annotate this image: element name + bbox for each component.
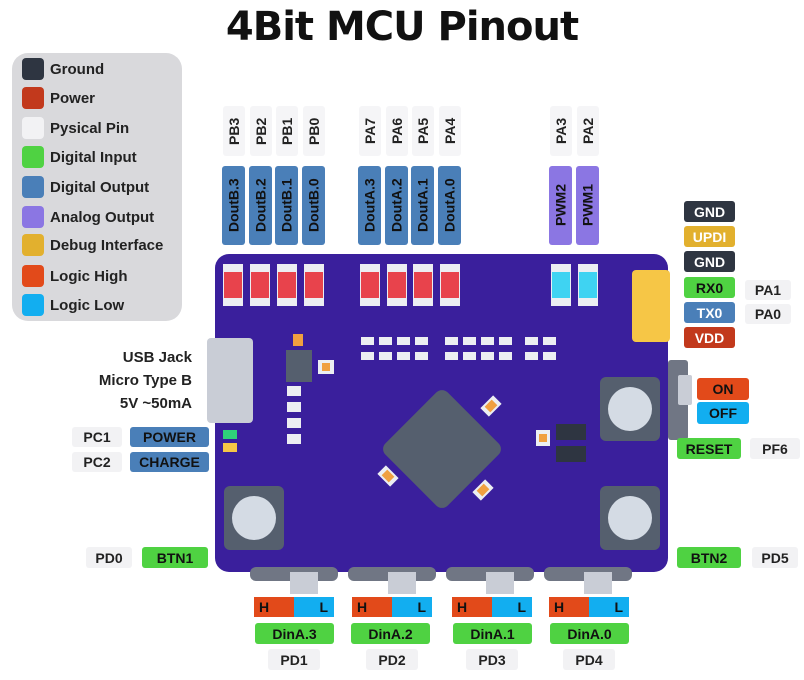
function-dina3: DinA.3 [255, 623, 334, 644]
legend-label: Power [50, 89, 96, 107]
voltage-regulator [286, 334, 334, 444]
diode-1 [556, 424, 586, 440]
legend-label: Ground [50, 60, 105, 78]
resistor-array [361, 337, 556, 360]
legend-item-logic-high: Logic High [22, 264, 128, 288]
power-led [223, 430, 237, 439]
physical-pin-swatch [22, 117, 44, 139]
legend-item-power: Power [22, 86, 95, 110]
function-dina2: DinA.2 [351, 623, 430, 644]
legend-item-debug-interface: Debug Interface [22, 233, 163, 257]
pin-vdd: VDD [684, 327, 735, 348]
logic-high-label: H [352, 597, 392, 617]
logic-high-label: H [549, 597, 589, 617]
legend-label: Digital Output [50, 178, 150, 196]
pwm-leds [551, 264, 598, 306]
output-leds [223, 264, 460, 306]
pin-gnd-1: GND [684, 201, 735, 222]
logic-low-label: L [294, 597, 334, 617]
btn2-tact-switch [600, 486, 660, 550]
logic-low-label: L [392, 597, 432, 617]
power-led-label: POWER [130, 427, 209, 447]
legend: Ground Power Pysical Pin Digital Input D… [12, 53, 182, 321]
pin-label-pf6: PF6 [750, 438, 800, 459]
digital-output-swatch [22, 176, 44, 198]
reset-tact-switch [600, 377, 660, 441]
legend-label: Logic Low [50, 296, 125, 314]
legend-item-logic-low: Logic Low [22, 293, 124, 317]
logic-high-label: H [452, 597, 492, 617]
usb-jack-label: USB Jack [122, 349, 192, 366]
page-title: 4Bit MCU Pinout [225, 4, 579, 50]
mcu-chip [383, 390, 501, 508]
pin-updi: UPDI [684, 226, 735, 247]
legend-label: Pysical Pin [50, 119, 130, 137]
legend-item-physical-pin: Pysical Pin [22, 116, 129, 140]
pin-label-pa1: PA1 [745, 280, 791, 300]
function-dina1: DinA.1 [453, 623, 532, 644]
legend-item-ground: Ground [22, 57, 104, 81]
usb-power-label: 5V ~50mA [119, 395, 192, 412]
logic-low-swatch [22, 294, 44, 316]
pin-label-pd1: PD1 [268, 649, 320, 670]
pin-label-pc1: PC1 [72, 427, 122, 447]
pin-label-pd0: PD0 [86, 547, 132, 568]
decoupling-caps [377, 395, 502, 501]
logic-high-label: H [254, 597, 294, 617]
legend-item-digital-output: Digital Output [22, 175, 149, 199]
ground-swatch [22, 58, 44, 80]
pin-gnd-2: GND [684, 251, 735, 272]
charge-led-label: CHARGE [130, 452, 209, 472]
pin-label-pd2: PD2 [366, 649, 418, 670]
logic-low-label: L [492, 597, 532, 617]
function-dina0: DinA.0 [550, 623, 629, 644]
input-slide-switches [250, 567, 632, 594]
debug-connector [632, 270, 670, 342]
reset-label: RESET [677, 438, 741, 459]
legend-label: Digital Input [50, 148, 137, 166]
diode-2 [556, 446, 586, 462]
logic-low-label: L [589, 597, 629, 617]
pin-label-pc2: PC2 [72, 452, 122, 472]
analog-output-swatch [22, 206, 44, 228]
pin-label-pd5: PD5 [752, 547, 798, 568]
debug-interface-swatch [22, 234, 44, 256]
btn1-tact-switch [224, 486, 284, 550]
btn1-label: BTN1 [142, 547, 208, 568]
logic-high-swatch [22, 265, 44, 287]
usb-jack [207, 338, 253, 423]
legend-label: Analog Output [50, 208, 155, 226]
pin-rx0: RX0 [684, 277, 735, 298]
switch-off-label: OFF [697, 402, 749, 424]
pin-label-pd3: PD3 [466, 649, 518, 670]
legend-item-analog-output: Analog Output [22, 205, 154, 229]
usb-type-label: Micro Type B [98, 372, 192, 389]
legend-label: Debug Interface [50, 236, 164, 254]
power-swatch [22, 87, 44, 109]
pin-tx0: TX0 [684, 302, 735, 323]
btn2-label: BTN2 [677, 547, 741, 568]
switch-on-label: ON [697, 378, 749, 400]
digital-input-swatch [22, 146, 44, 168]
legend-label: Logic High [50, 267, 128, 285]
charge-led [223, 443, 237, 452]
legend-item-digital-input: Digital Input [22, 145, 137, 169]
pin-label-pa0: PA0 [745, 304, 791, 324]
pin-label-pd4: PD4 [563, 649, 615, 670]
slide-switch-knob [678, 375, 692, 405]
